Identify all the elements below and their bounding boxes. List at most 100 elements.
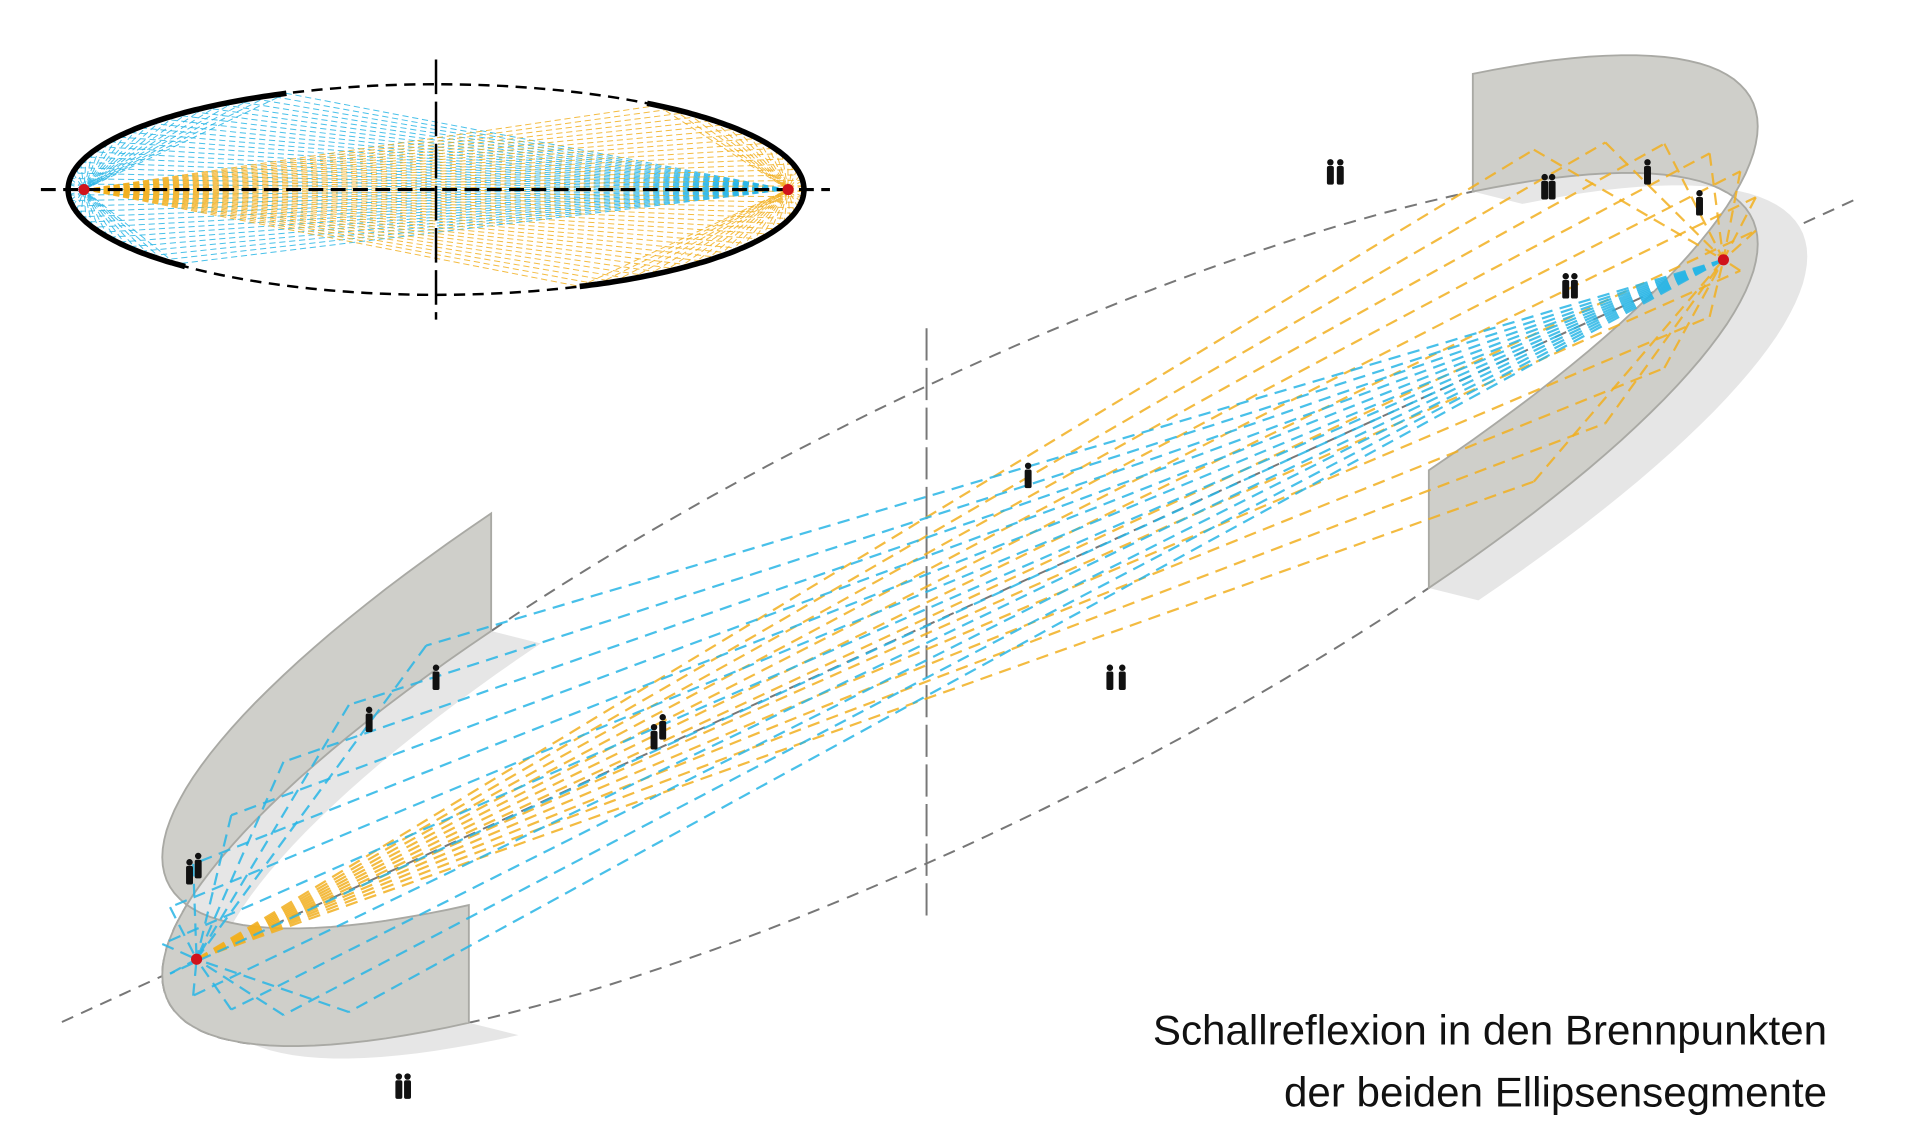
perspective-orange-ray <box>1722 196 1757 261</box>
plan-blue-ray <box>108 141 789 191</box>
plan-orange-ray <box>737 128 789 190</box>
person-silhouette-icon <box>1336 159 1344 185</box>
plan-blue-ray <box>72 189 789 207</box>
perspective-blue-ray <box>195 958 233 1011</box>
plan-orange-ray <box>781 153 789 190</box>
plan-orange-ray <box>83 108 673 191</box>
person-body <box>650 730 658 750</box>
plan-orange-ray <box>750 189 789 245</box>
plan-orange-ray <box>776 189 789 230</box>
person-head <box>650 723 658 731</box>
plan-orange-ray <box>657 105 789 190</box>
perspective-orange-ray <box>196 142 1665 961</box>
person-silhouette-icon <box>404 1073 412 1099</box>
person-head <box>432 664 440 671</box>
perspective-orange-ray <box>1722 171 1742 260</box>
person-head <box>659 714 666 721</box>
person-body <box>1562 279 1570 299</box>
perspective-blue-ray <box>161 258 1724 946</box>
person-head <box>365 706 373 714</box>
perspective-blue-ray <box>169 258 1724 975</box>
plan-focus-right <box>782 183 794 196</box>
perspective-ellipse-outline <box>161 171 1759 1048</box>
person-silhouette-icon <box>1118 664 1126 691</box>
plan-orange-ray <box>83 104 658 191</box>
person-head <box>1119 664 1126 671</box>
perspective-blue-ray <box>425 258 1724 647</box>
plan-orange-ray <box>630 189 789 280</box>
person-body <box>1570 279 1578 299</box>
person-head <box>404 1073 411 1080</box>
perspective-view-ellipse <box>61 54 1859 1059</box>
plan-wall-segment-right <box>579 100 807 290</box>
perspective-blue-ray <box>230 258 1724 1011</box>
plan-blue-ray <box>80 161 789 191</box>
plan-orange-ray <box>83 189 598 285</box>
perspective-orange-ray <box>1663 143 1725 261</box>
perspective-orange-ray <box>196 315 1711 961</box>
perspective-orange-ray <box>195 148 1535 961</box>
plan-blue-ray <box>83 189 163 261</box>
plan-orange-ray <box>700 116 789 190</box>
plan-blue-ray <box>83 189 109 238</box>
plan-blue-ray <box>117 136 789 191</box>
perspective-orange-ray <box>196 141 1606 961</box>
plan-orange-ray <box>83 189 615 283</box>
person-head <box>1571 273 1578 280</box>
perspective-orange-ray <box>196 196 1757 961</box>
plan-view-ellipse <box>40 59 830 320</box>
person-silhouette-icon <box>1106 664 1114 691</box>
people-silhouettes <box>186 159 1703 1099</box>
perspective-orange-ray <box>1722 229 1757 261</box>
person-head <box>1696 190 1703 197</box>
person-body <box>1106 671 1114 691</box>
plan-orange-ray <box>83 189 718 258</box>
plan-orange-ray <box>677 189 789 270</box>
plan-wall-segment-left <box>65 90 287 270</box>
person-body <box>1326 166 1334 185</box>
plan-orange-ray <box>83 189 770 235</box>
plan-blue-ray <box>83 118 163 190</box>
perspective-orange-ray <box>196 152 1711 961</box>
perspective-orange-ray <box>196 170 1741 961</box>
plan-orange-ray <box>83 189 784 225</box>
plan-orange-ray <box>672 108 789 190</box>
plan-orange-ray <box>83 189 648 277</box>
perspective-orange-ray <box>1604 141 1725 261</box>
perspective-blue-ray <box>282 258 1724 1017</box>
perspective-blue-ray <box>196 958 350 1014</box>
perspective-orange-ray <box>196 229 1757 961</box>
plan-orange-ray <box>83 115 701 191</box>
plan-orange-ray <box>83 147 775 191</box>
perspective-blue-ray <box>192 258 1724 997</box>
plan-blue-ray <box>83 122 151 190</box>
plan-orange-ray <box>704 189 789 262</box>
person-head <box>1327 159 1334 166</box>
plan-orange-ray <box>83 189 580 287</box>
plan-blue-ray <box>108 189 789 238</box>
perspective-blue-ray <box>195 814 233 960</box>
perspective-orange-ray <box>196 366 1665 961</box>
plan-blue-ray <box>80 189 789 218</box>
person-head <box>186 858 193 866</box>
person-body <box>659 720 667 740</box>
person-silhouette-icon <box>1644 159 1651 185</box>
person-silhouette-icon <box>1562 273 1570 299</box>
plan-blue-ray <box>83 189 151 257</box>
plan-orange-ray <box>787 169 798 190</box>
plan-orange-ray <box>83 189 752 245</box>
plan-blue-ray <box>83 189 87 223</box>
plan-blue-ray <box>162 118 789 191</box>
perspective-blue-ray <box>283 258 1724 763</box>
person-head <box>1024 462 1032 470</box>
perspective-blue-ray <box>195 761 285 960</box>
plan-blue-ray <box>83 156 87 190</box>
plan-orange-ray <box>579 189 789 287</box>
plan-blue-ray <box>83 103 221 190</box>
plan-focus-left <box>78 183 90 196</box>
person-head <box>1106 664 1114 671</box>
plan-blue-ray <box>127 131 789 191</box>
right-wall-segment-shadow <box>1428 172 1808 601</box>
plan-orange-ray <box>614 189 789 283</box>
plan-blue-ray <box>127 189 789 248</box>
